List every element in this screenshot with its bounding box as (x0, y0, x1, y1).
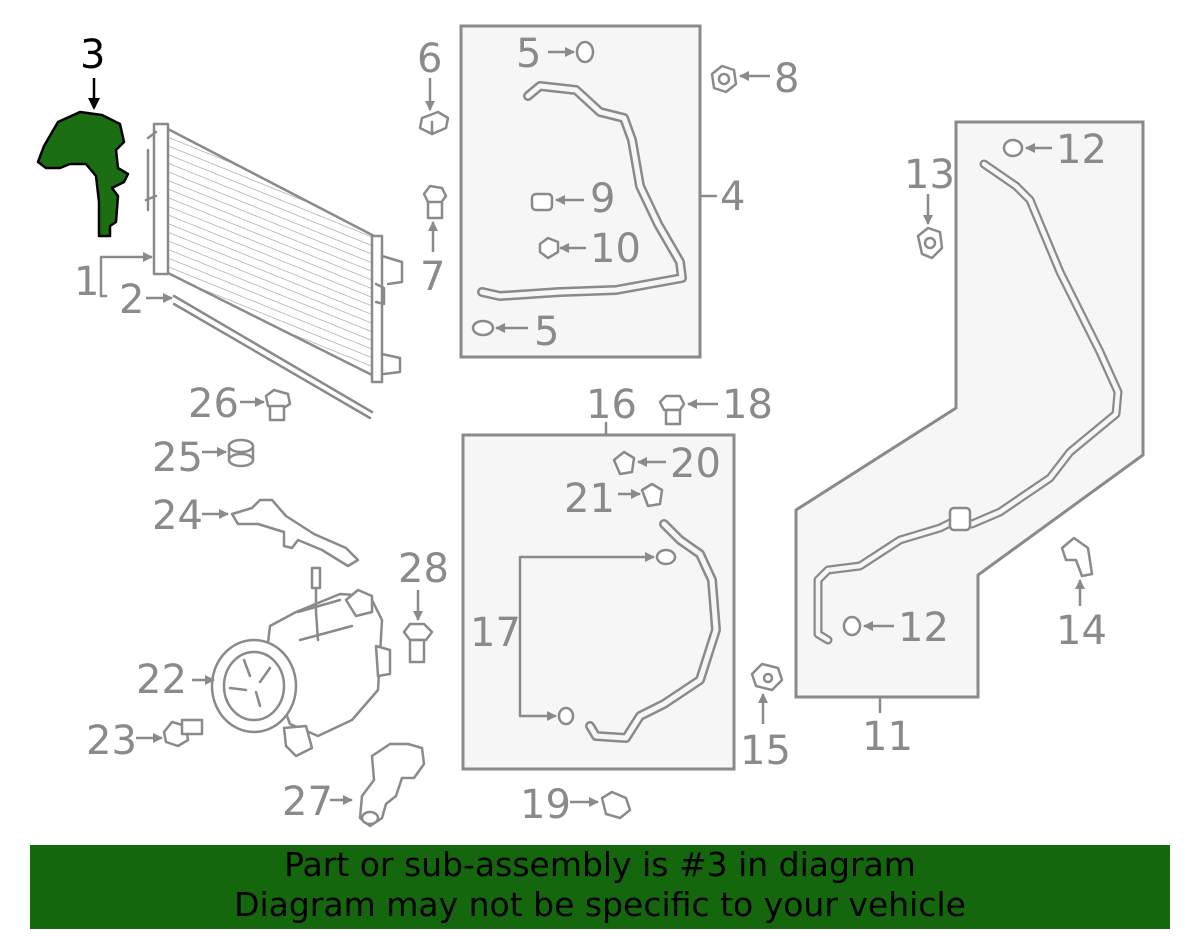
hose-assembly-box-16 (461, 433, 736, 771)
label-22: 22 (136, 657, 187, 703)
o-ring-17-top (655, 548, 677, 566)
bolt-18 (658, 394, 686, 426)
label-1: 1 (74, 259, 99, 305)
label-18: 18 (722, 382, 773, 428)
label-5-top: 5 (516, 31, 541, 77)
label-23: 23 (86, 718, 137, 764)
label-24: 24 (152, 493, 203, 539)
label-11: 11 (862, 714, 913, 760)
label-12-top: 12 (1056, 127, 1107, 173)
label-2: 2 (119, 277, 144, 323)
part-3-shield-highlight[interactable] (36, 110, 130, 238)
compressor-22 (210, 566, 392, 758)
cap-20 (612, 450, 636, 476)
cap-9 (530, 192, 554, 212)
seal-strip-2 (172, 294, 374, 420)
line-11-fitting (948, 506, 972, 532)
clip-14 (1060, 536, 1094, 578)
banner-line-2: Diagram may not be specific to your vehi… (234, 885, 966, 924)
bracket-27 (358, 742, 426, 828)
bolt-23 (162, 718, 204, 748)
label-13: 13 (904, 152, 955, 198)
o-ring-17-bottom (557, 706, 575, 726)
o-ring-12-top (1002, 138, 1024, 158)
label-21: 21 (564, 476, 615, 522)
label-16: 16 (586, 382, 637, 428)
label-12-bottom: 12 (898, 605, 949, 651)
label-9: 9 (590, 176, 615, 222)
bolt-19 (600, 790, 632, 820)
label-4: 4 (720, 174, 745, 220)
bolt-28 (402, 622, 434, 664)
valve-21 (640, 482, 664, 508)
hose-assembly-box-4 (459, 24, 702, 359)
label-14: 14 (1056, 608, 1107, 654)
cap-25 (227, 438, 255, 468)
label-26: 26 (188, 381, 239, 427)
bolt-26 (264, 388, 292, 422)
condenser (144, 122, 404, 384)
label-5-bottom: 5 (534, 309, 559, 355)
bolt-6 (418, 110, 450, 136)
label-15: 15 (740, 728, 791, 774)
label-28: 28 (398, 546, 449, 592)
bolt-7 (422, 184, 448, 220)
o-ring-5-bottom (471, 319, 495, 337)
label-19: 19 (520, 782, 571, 828)
label-7: 7 (420, 254, 445, 300)
label-10: 10 (590, 226, 641, 272)
banner-line-1: Part or sub-assembly is #3 in diagram (284, 845, 916, 884)
valve-10 (538, 236, 560, 260)
notice-banner: Part or sub-assembly is #3 in diagram Di… (30, 845, 1170, 929)
label-3: 3 (80, 32, 105, 78)
o-ring-5-top (575, 40, 595, 64)
label-20: 20 (670, 441, 721, 487)
label-25: 25 (152, 435, 203, 481)
bracket-24 (230, 498, 360, 568)
label-6: 6 (417, 36, 442, 82)
label-27: 27 (282, 779, 333, 825)
label-8: 8 (774, 56, 799, 102)
o-ring-12-bottom (842, 615, 862, 637)
bolt-15 (750, 662, 784, 692)
label-17: 17 (470, 610, 521, 656)
